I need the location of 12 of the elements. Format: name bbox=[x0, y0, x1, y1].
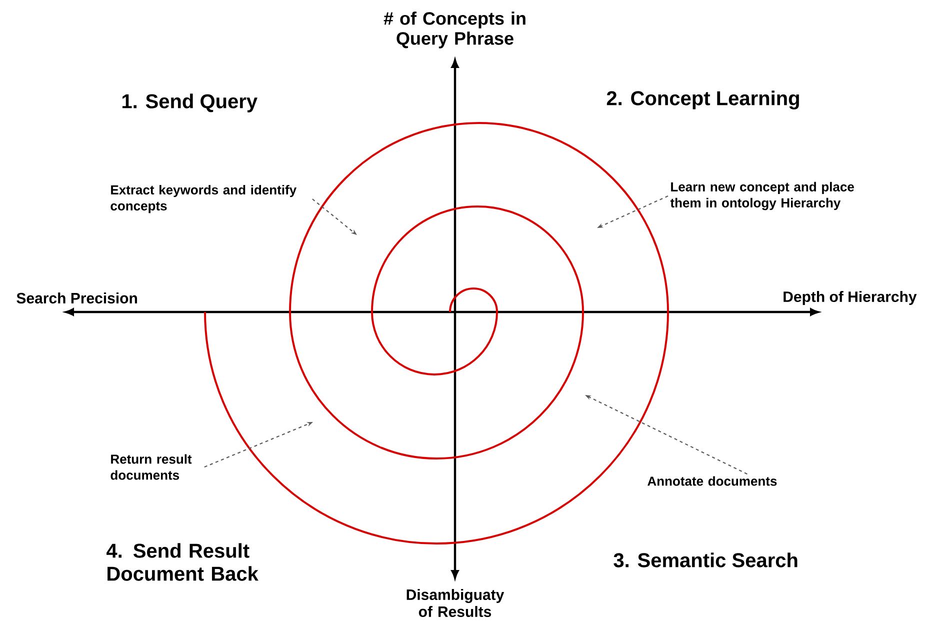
annotation-text: Extract keywords and identify concepts bbox=[110, 184, 296, 214]
axis-label: Search Precision bbox=[16, 292, 137, 304]
annotation-text: Annotate documents bbox=[648, 476, 777, 486]
annotation-text: Return result documents bbox=[110, 454, 192, 480]
annotation-text: Learn new concept and place them in ontology Hierarchy bbox=[670, 182, 854, 210]
quadrant-title: 3. Semantic Search bbox=[614, 552, 798, 568]
quadrant-title: 1. Send Query bbox=[122, 94, 258, 112]
quadrant-title: 4. Send Result Document Back bbox=[106, 543, 258, 581]
quadrant-title: 2. Concept Learning bbox=[606, 90, 799, 110]
axis-label: # of Concepts in Query Phrase bbox=[384, 12, 526, 48]
axis-label: Disambiguaty of Results bbox=[406, 589, 504, 617]
axis-label: Depth of Hierarchy bbox=[784, 291, 917, 305]
